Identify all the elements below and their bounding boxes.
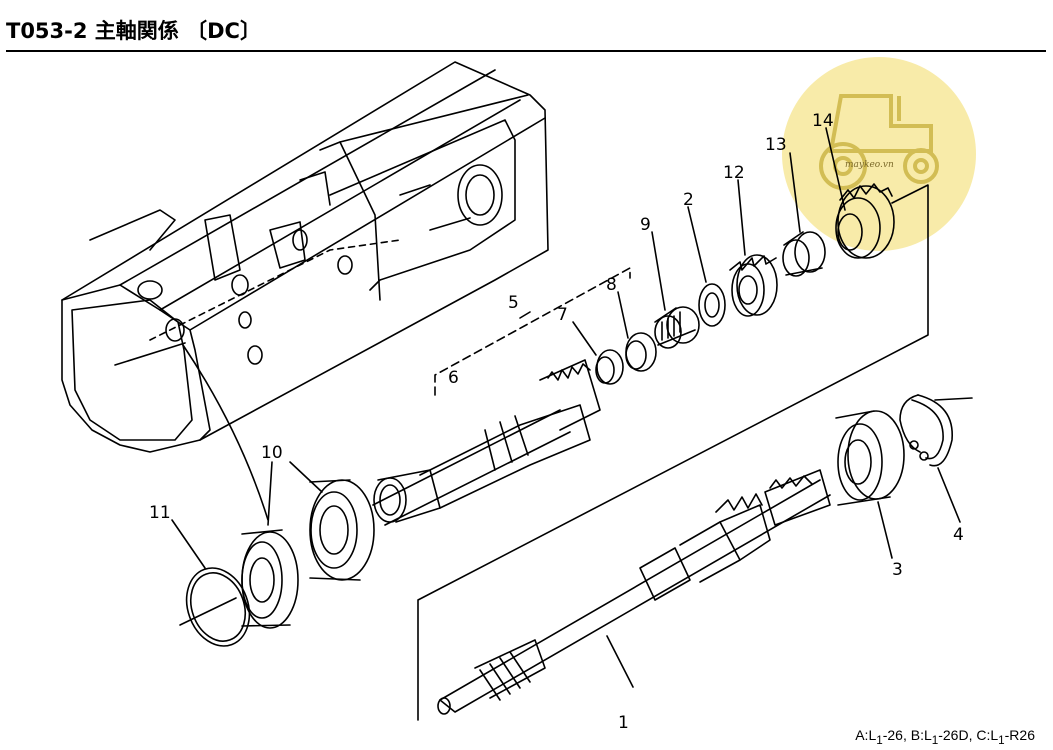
label-part-12: 12 (723, 163, 745, 183)
label-part-14: 14 (812, 111, 834, 131)
part-6-shaft (372, 359, 601, 526)
label-part-2: 2 (683, 190, 694, 210)
label-part-13: 13 (765, 135, 787, 155)
part-11-o-ring (185, 567, 251, 647)
part-13-sleeve (782, 231, 826, 277)
footnote-b: B:L1-26D, (910, 727, 973, 747)
footnote-c: C:L1-R26 (976, 727, 1035, 747)
transmission-housing (61, 61, 549, 453)
label-part-10: 10 (261, 443, 283, 463)
model-footnote: A:L1-26, B:L1-26D, C:L1-R26 (855, 727, 1035, 747)
label-part-3: 3 (892, 560, 903, 580)
part-3-ball-bearing (835, 410, 905, 506)
page-title: T053-2 主軸関係 〔DC〕 (6, 19, 261, 43)
label-part-1: 1 (618, 713, 629, 733)
label-part-9: 9 (640, 215, 651, 235)
label-part-8: 8 (606, 275, 617, 295)
part-8-collar (625, 332, 657, 372)
footnote-a: A:L1-26, (855, 727, 907, 747)
label-part-4: 4 (953, 525, 964, 545)
watermark-text: maykeo.vn (845, 160, 894, 170)
part-10-bearings (179, 479, 375, 629)
part-2-thrust-washer (698, 283, 726, 327)
part-9-needle-bearing (654, 306, 700, 349)
label-part-7: 7 (557, 305, 568, 325)
part-7-collar (595, 349, 624, 385)
part-1-main-shaft (437, 469, 831, 715)
label-part-5: 5 (508, 293, 519, 313)
part-12-gear (729, 254, 778, 317)
title-underline (6, 50, 1046, 52)
part-4-snap-ring (899, 394, 973, 467)
label-part-6: 6 (448, 368, 459, 388)
part-14-gear (835, 183, 895, 259)
label-part-11: 11 (149, 503, 171, 523)
